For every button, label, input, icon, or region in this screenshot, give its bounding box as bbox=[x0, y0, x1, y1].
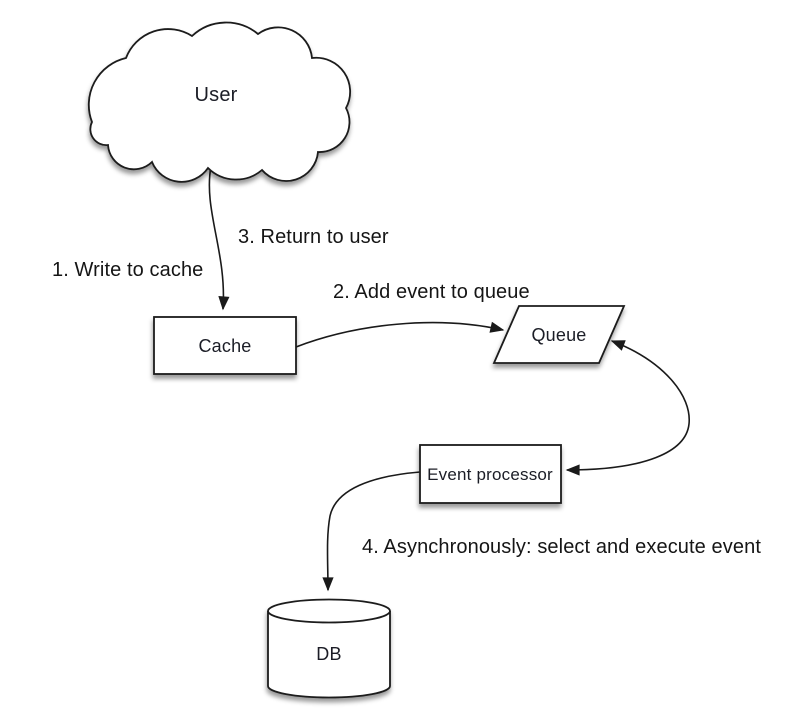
node-cache-label: Cache bbox=[198, 336, 251, 356]
annotation-step2: 2. Add event to queue bbox=[333, 281, 530, 303]
node-queue: Queue bbox=[492, 305, 626, 364]
node-user-label: User bbox=[194, 84, 237, 106]
node-db-label: DB bbox=[316, 644, 341, 664]
edge-queue-eventprocessor-double-arrow bbox=[565, 340, 690, 476]
annotation-step4: 4. Asynchronously: select and execute ev… bbox=[362, 536, 761, 558]
event-processor-box bbox=[419, 444, 562, 504]
node-user: User bbox=[87, 21, 351, 183]
edge-cache-to-queue bbox=[295, 321, 505, 348]
queue-parallelogram bbox=[492, 305, 626, 364]
db-cylinder-body bbox=[267, 611, 391, 699]
node-cache: Cache bbox=[153, 316, 297, 375]
edge-eventprocessor-to-db bbox=[322, 471, 421, 592]
node-db: DB bbox=[267, 598, 391, 699]
node-event-processor: Event processor bbox=[419, 444, 562, 504]
cloud-shape bbox=[87, 21, 351, 183]
cache-box bbox=[153, 316, 297, 375]
annotation-step3: 3. Return to user bbox=[238, 226, 389, 248]
node-queue-label: Queue bbox=[531, 325, 586, 345]
node-event-processor-label: Event processor bbox=[427, 465, 553, 484]
edge-user-to-cache bbox=[208, 165, 230, 311]
annotation-step1: 1. Write to cache bbox=[52, 259, 203, 281]
db-cylinder-top bbox=[267, 598, 391, 624]
